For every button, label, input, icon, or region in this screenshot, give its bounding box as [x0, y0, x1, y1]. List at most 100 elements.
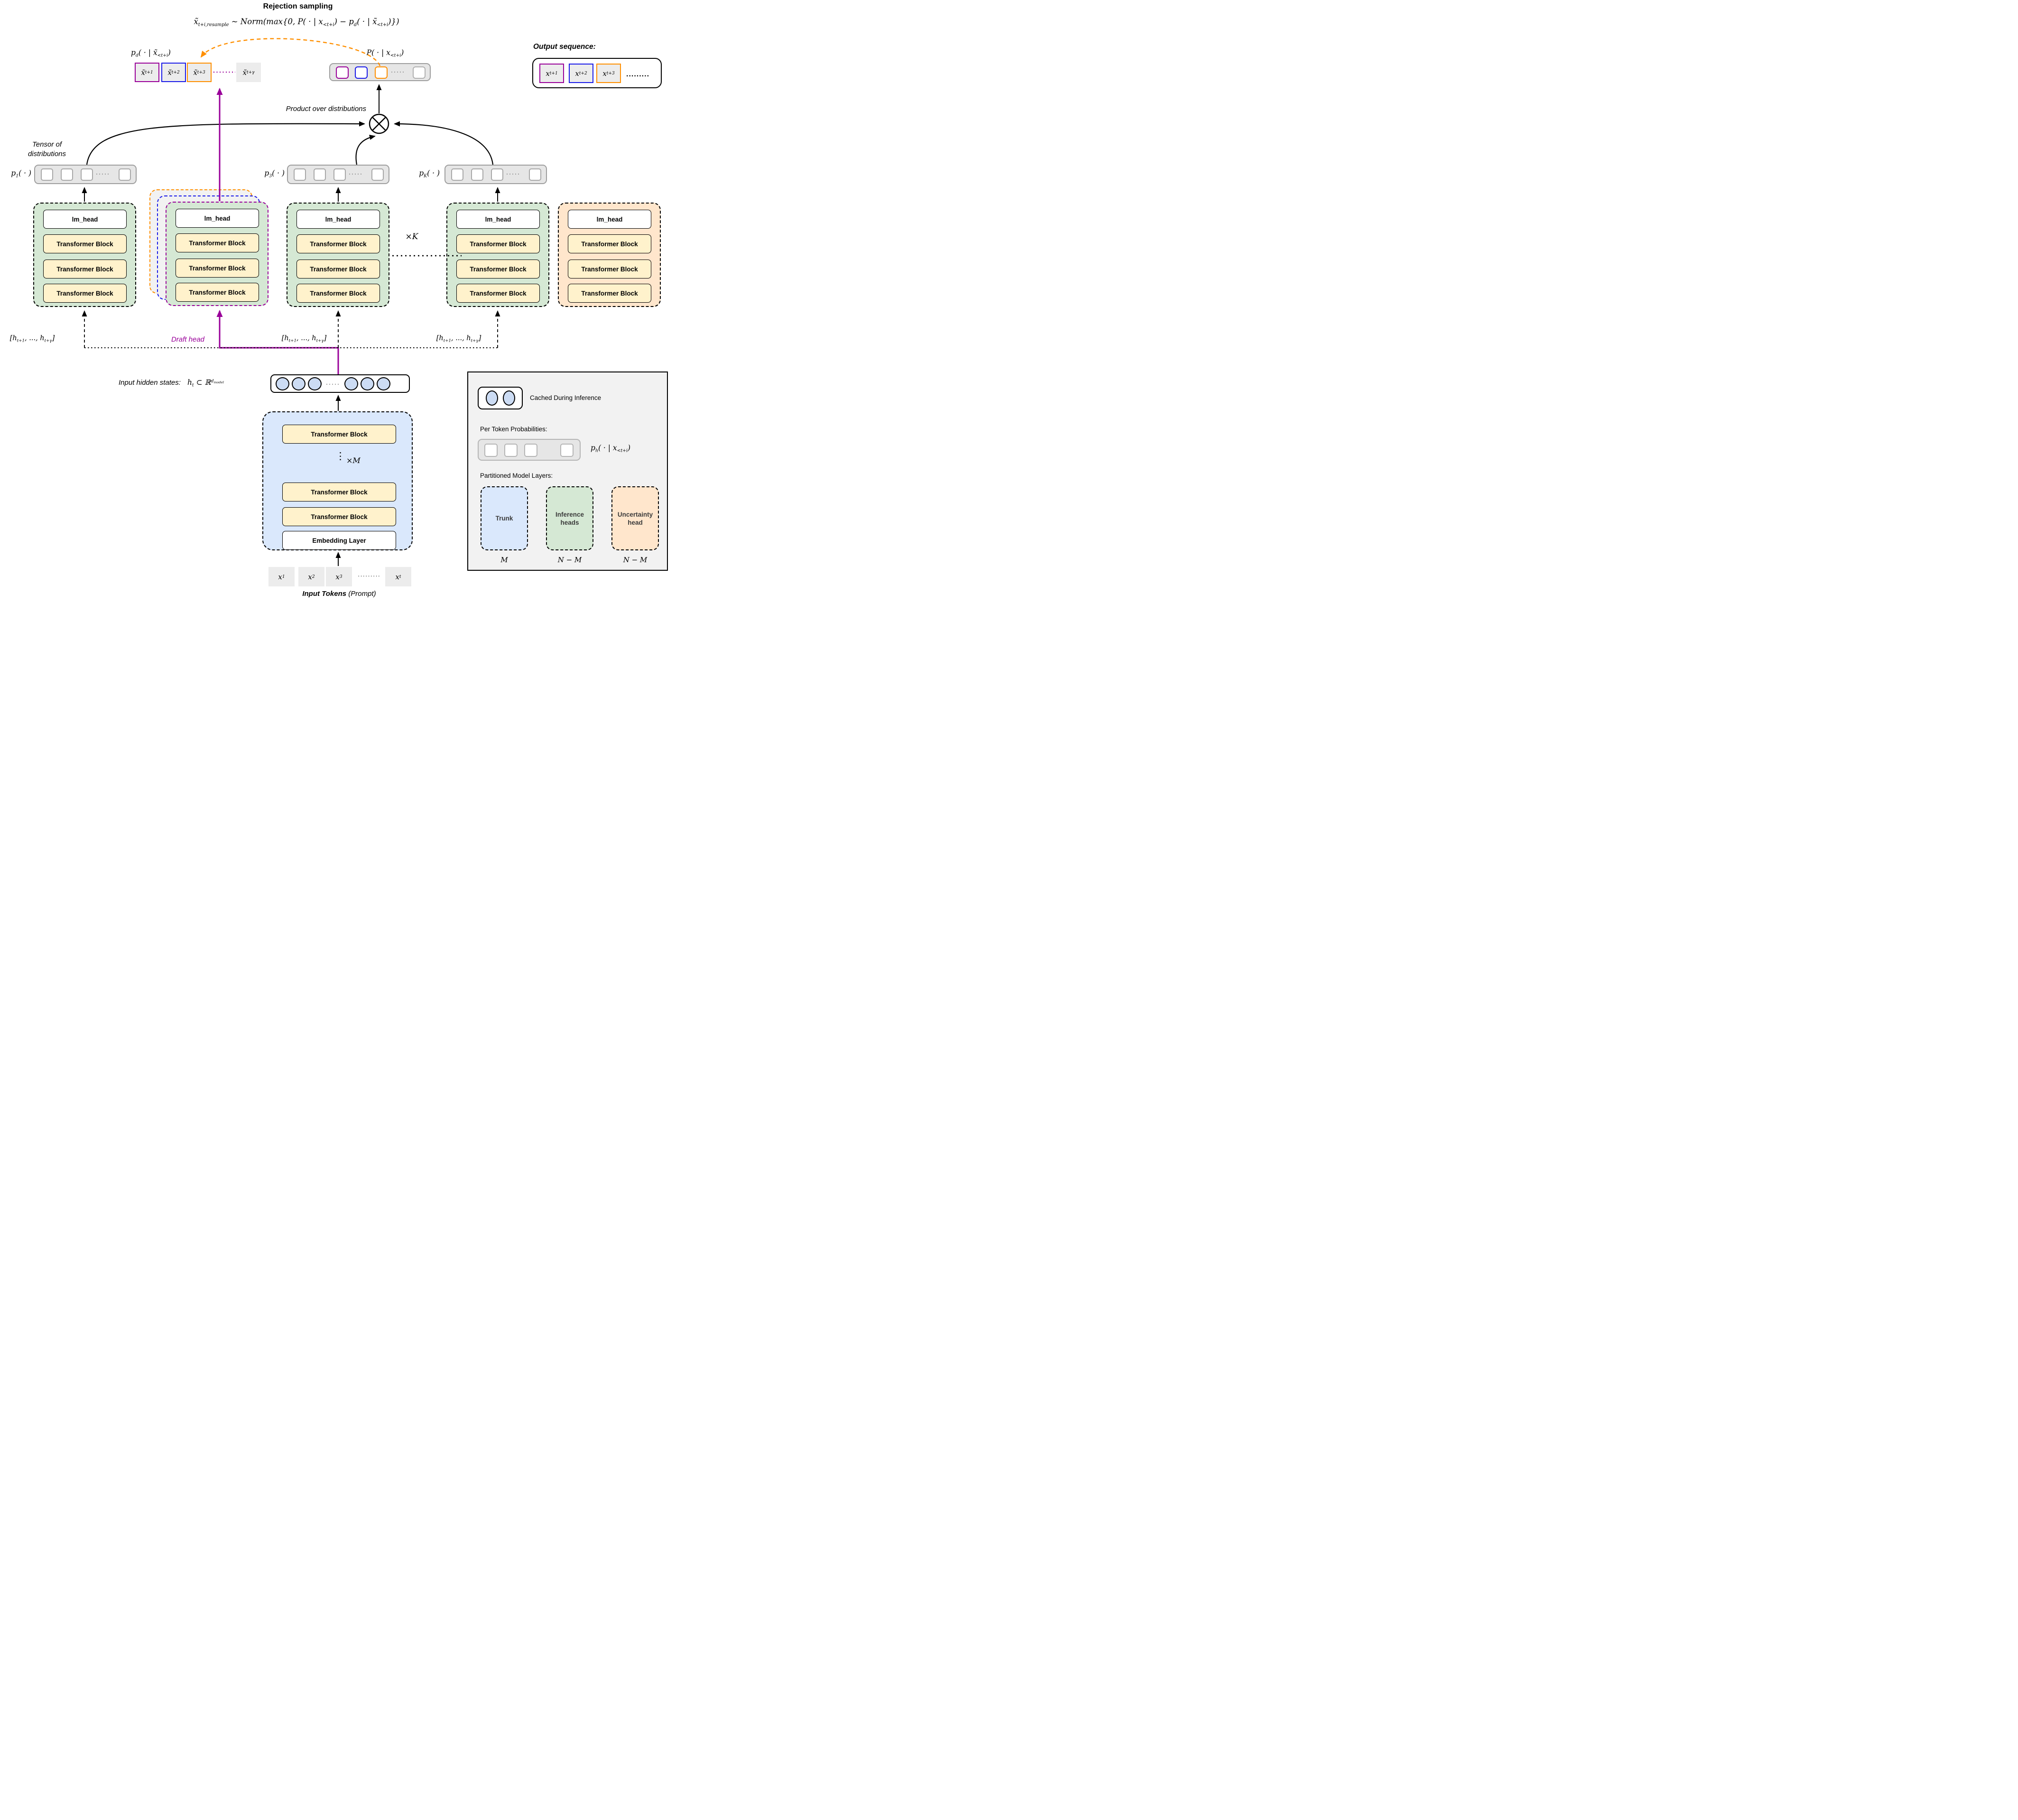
legend-ph-label: ph( · | x<t+i)	[591, 444, 631, 454]
transformer-block-box: Transformer Block	[43, 260, 127, 279]
curve-pK-to-product	[394, 121, 494, 165]
hidden-state-circle	[344, 377, 358, 390]
target-cell-dots: ·····	[391, 68, 405, 75]
transformer-block-box: Transformer Block	[282, 425, 396, 444]
times-k-label: ×K	[405, 232, 418, 241]
lm-head-box: lm_head	[176, 209, 259, 228]
p3-tensor: ·····	[287, 165, 389, 184]
transformer-block-box: Transformer Block	[43, 234, 127, 253]
legend-cached-swatch	[478, 387, 523, 409]
draft-token-2: x̃t+2	[161, 63, 186, 82]
diagram-canvas: Rejection sampling x̃t+i,resample ~ Norm…	[0, 0, 673, 607]
output-sequence-dots: .........	[626, 70, 650, 78]
legend-inference-heads-box: Inference heads	[546, 486, 593, 550]
transformer-block-box: Transformer Block	[296, 284, 380, 303]
lm-head-box: lm_head	[296, 210, 380, 229]
rejection-sampling-formula: x̃t+i,resample ~ Norm(max{0, P( · | x<t+…	[194, 17, 399, 28]
input-token-dots: ·········	[358, 572, 380, 579]
product-over-distributions-label: Product over distributions	[286, 105, 366, 113]
draft-token-1: x̃t+1	[135, 63, 159, 82]
draft-token-3: x̃t+3	[187, 63, 212, 82]
legend-per-token-label: Per Token Probabilities:	[480, 426, 547, 433]
rejection-sampling-title: Rejection sampling	[263, 2, 333, 10]
curve-p3-to-product	[355, 135, 376, 165]
uncertainty-head-stack: lm_head Transformer Block Transformer Bl…	[558, 203, 661, 307]
pK-label: pK( · )	[419, 169, 440, 179]
output-sequence-title: Output sequence:	[533, 43, 596, 51]
product-node-cross	[372, 117, 386, 131]
legend-partitioned-label: Partitioned Model Layers:	[480, 472, 553, 479]
draft-head-stack: lm_head Transformer Block Transformer Bl…	[166, 202, 268, 306]
hidden-state-circle	[360, 377, 374, 390]
cached-circle	[502, 390, 515, 406]
target-cell-blue	[355, 66, 368, 79]
target-cell-purple	[336, 66, 349, 79]
times-m-label: ×M	[346, 456, 361, 465]
curve-p1-to-product	[86, 121, 365, 165]
legend-count-nm-1: N − M	[557, 556, 582, 564]
inference-head-stack-3: lm_head Transformer Block Transformer Bl…	[287, 203, 389, 307]
cached-circle	[485, 390, 498, 406]
input-tokens-caption: Input Tokens (Prompt)	[302, 590, 376, 598]
legend-count-m: M	[500, 556, 508, 564]
input-hidden-states-label: Input hidden states: ht ⊂ ℝdmodel	[119, 378, 224, 388]
transformer-block-box: Transformer Block	[282, 483, 396, 501]
hidden-sequence-label-3: [ht+1, ..., ht+γ]	[436, 334, 481, 344]
legend-count-nm-2: N − M	[623, 556, 648, 564]
lm-head-box: lm_head	[456, 210, 540, 229]
hidden-state-circle	[292, 377, 305, 390]
transformer-block-box: Transformer Block	[176, 259, 259, 278]
target-distribution-label: P( · | x<t+i)	[366, 48, 404, 58]
target-distribution-tensor: ·····	[329, 63, 431, 81]
legend-prob-tensor	[478, 439, 581, 461]
transformer-block-box: Transformer Block	[176, 233, 259, 252]
target-cell-gray	[413, 66, 426, 79]
p1-tensor: ·····	[34, 165, 137, 184]
transformer-block-box: Transformer Block	[568, 260, 651, 279]
draft-head-label: Draft head	[171, 335, 205, 344]
transformer-block-box: Transformer Block	[296, 234, 380, 253]
transformer-block-box: Transformer Block	[456, 284, 540, 303]
embedding-layer-box: Embedding Layer	[282, 531, 396, 550]
product-node	[369, 113, 389, 134]
hidden-sequence-label-1: [ht+1, ..., ht+γ]	[9, 334, 55, 344]
lm-head-box: lm_head	[43, 210, 127, 229]
draft-token-gamma: x̃t+γ	[236, 63, 261, 82]
transformer-block-box: Transformer Block	[43, 284, 127, 303]
p1-label: p1( · )	[11, 169, 31, 179]
inference-head-stack-K: lm_head Transformer Block Transformer Bl…	[446, 203, 549, 307]
transformer-block-box: Transformer Block	[296, 260, 380, 279]
transformer-block-box: Transformer Block	[176, 283, 259, 302]
transformer-block-box: Transformer Block	[568, 234, 651, 253]
inference-head-stack-1: lm_head Transformer Block Transformer Bl…	[33, 203, 136, 307]
target-cell-orange	[375, 66, 388, 79]
legend-uncertainty-head-box: Uncertainty head	[611, 486, 659, 550]
hidden-state-dots: ·····	[326, 380, 340, 387]
hidden-states-bar: ·····	[270, 374, 410, 393]
hidden-state-circle	[376, 377, 390, 390]
legend-cached-label: Cached During Inference	[530, 394, 602, 401]
legend-trunk-box: Trunk	[481, 486, 528, 550]
legend-box: Cached During Inference Per Token Probab…	[467, 371, 668, 571]
transformer-block-box: Transformer Block	[282, 507, 396, 526]
tensor-of-distributions-caption: Tensor of distributions	[28, 140, 66, 158]
hidden-state-circle	[276, 377, 289, 390]
hidden-sequence-label-2: [ht+1, ..., ht+γ]	[281, 334, 327, 344]
transformer-block-box: Transformer Block	[568, 284, 651, 303]
trunk-vdots: ⋮	[335, 451, 345, 462]
transformer-block-box: Transformer Block	[456, 260, 540, 279]
hidden-state-circle	[308, 377, 322, 390]
p3-label: p3( · )	[264, 169, 285, 179]
transformer-block-box: Transformer Block	[456, 234, 540, 253]
lm-head-box: lm_head	[568, 210, 651, 229]
trunk-stack: Transformer Block ⋮ ×M Transformer Block…	[262, 411, 413, 550]
draft-distribution-label: pd( · | x̃<t+i)	[131, 48, 171, 58]
